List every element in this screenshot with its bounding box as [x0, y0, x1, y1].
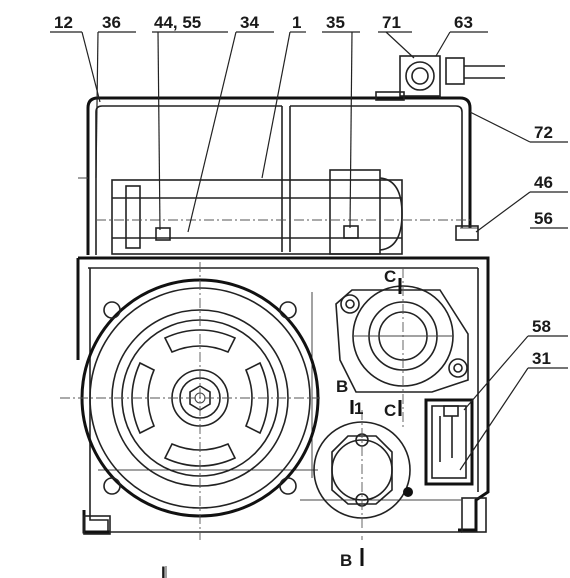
section-label-b-top: B [336, 377, 348, 396]
section-label-c-top: C [384, 267, 396, 286]
label-63: 63 [454, 13, 473, 32]
label-36: 36 [102, 13, 121, 32]
motor-unit [96, 169, 470, 255]
label-34: 34 [240, 13, 259, 32]
upper-cover [78, 96, 479, 255]
label-56: 56 [534, 209, 553, 228]
section-label-c-bottom: C [384, 401, 396, 420]
section-label-1: 1 [354, 399, 363, 418]
section-label-b-bottom: B [340, 551, 352, 570]
label-46: 46 [534, 173, 553, 192]
label-35: 35 [326, 13, 345, 32]
terminal-box [424, 398, 474, 486]
traction-pulley [60, 262, 320, 540]
lower-flange [313, 410, 413, 540]
main-body [76, 256, 490, 535]
label-12: 12 [54, 13, 73, 32]
section-markers [165, 278, 402, 578]
label-44-55: 44, 55 [154, 13, 201, 32]
leader-lines [50, 31, 568, 471]
upper-flange [335, 268, 469, 430]
label-31: 31 [532, 349, 551, 368]
top-fitting [375, 55, 505, 101]
label-58: 58 [532, 317, 551, 336]
label-71: 71 [382, 13, 401, 32]
label-72: 72 [534, 123, 553, 142]
label-1: 1 [292, 13, 301, 32]
label-i-bottom: I [161, 563, 166, 578]
